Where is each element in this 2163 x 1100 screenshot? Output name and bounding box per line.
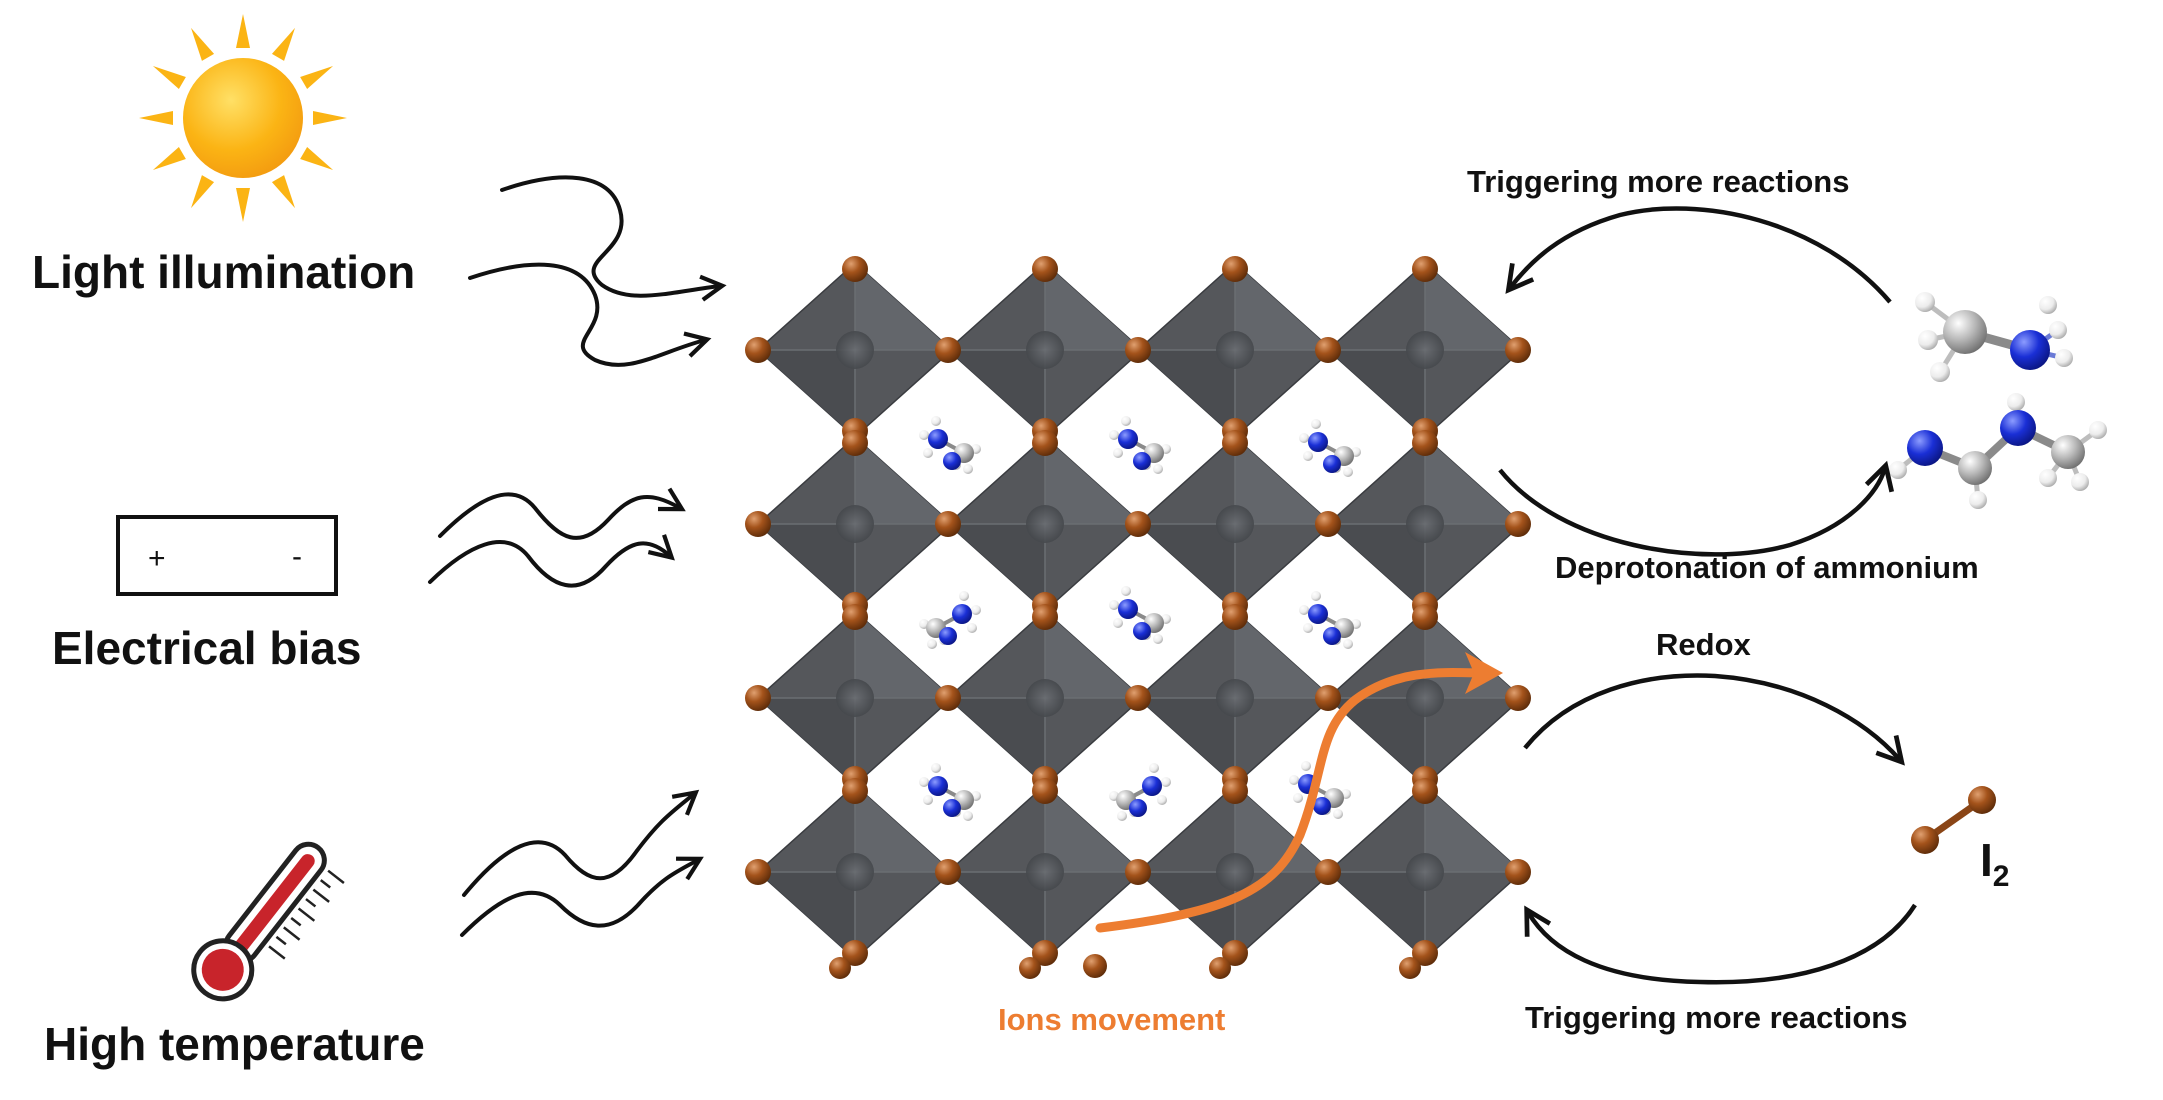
light-illumination-label: Light illumination xyxy=(32,246,415,298)
pbi6-octahedron xyxy=(946,783,1144,961)
iodide-atom xyxy=(1412,430,1438,456)
perovskite-lattice xyxy=(745,256,1531,979)
iodide-atom xyxy=(1032,604,1058,630)
formamidine-molecule xyxy=(1889,393,2107,509)
plus-sign: + xyxy=(148,542,166,575)
iodide-atom xyxy=(1032,778,1058,804)
deprotonation-arrow xyxy=(1498,460,1895,557)
iodide-atom xyxy=(1412,256,1438,282)
iodide-atom xyxy=(1209,957,1231,979)
pbi6-octahedron xyxy=(1326,261,1524,439)
electrical-bias-label: Electrical bias xyxy=(52,622,361,674)
iodide-atom xyxy=(1505,511,1531,537)
iodide-atom xyxy=(745,685,771,711)
iodide-atom xyxy=(1412,604,1438,630)
iodide-atom xyxy=(842,256,868,282)
iodide-atom xyxy=(842,778,868,804)
iodide-atom xyxy=(842,430,868,456)
triggering-reactions-top-label: Triggering more reactions xyxy=(1467,164,1849,199)
pbi6-octahedron xyxy=(756,261,954,439)
light-waves xyxy=(468,175,727,367)
iodide-atom xyxy=(745,337,771,363)
electrical-waves xyxy=(428,487,686,588)
iodide-atom xyxy=(1315,511,1341,537)
methylammonium-cation xyxy=(1109,586,1171,644)
iodine-molecule xyxy=(1911,786,1996,854)
iodide-atom xyxy=(935,859,961,885)
triggering-reactions-bottom-label: Triggering more reactions xyxy=(1525,1000,1907,1035)
methylammonium-cation xyxy=(1109,763,1171,821)
methylammonium-cation xyxy=(1109,416,1171,474)
pbi6-octahedron xyxy=(946,435,1144,613)
pbi6-octahedron xyxy=(756,783,954,961)
iodide-atom xyxy=(1032,940,1058,966)
iodide-atom xyxy=(745,859,771,885)
iodide-atom xyxy=(1032,430,1058,456)
iodide-atom xyxy=(829,957,851,979)
pbi6-octahedron xyxy=(1326,783,1524,961)
iodide-atom xyxy=(1125,859,1151,885)
iodide-atom xyxy=(1399,957,1421,979)
pbi6-octahedron xyxy=(1136,609,1334,787)
pbi6-octahedron xyxy=(756,609,954,787)
thermometer-icon xyxy=(191,841,345,1002)
temperature-waves xyxy=(460,789,704,937)
deprotonation-label: Deprotonation of ammonium xyxy=(1555,550,1979,585)
iodide-atom xyxy=(1412,778,1438,804)
iodide-atom xyxy=(1505,859,1531,885)
methylammonium-cation xyxy=(1299,419,1361,477)
iodide-atom xyxy=(1125,685,1151,711)
free-iodide-ion xyxy=(1083,954,1107,978)
iodide-atom xyxy=(1505,685,1531,711)
iodide-atom xyxy=(1032,256,1058,282)
ions-movement-label: Ions movement xyxy=(998,1002,1225,1037)
iodide-atom xyxy=(745,511,771,537)
iodide-atom xyxy=(1222,256,1248,282)
redox-label: Redox xyxy=(1656,627,1752,662)
pbi6-octahedron xyxy=(1136,435,1334,613)
iodine-formula: I2 xyxy=(1980,834,2009,893)
iodide-atom xyxy=(935,337,961,363)
iodide-atom xyxy=(1505,337,1531,363)
high-temperature-label: High temperature xyxy=(44,1018,425,1070)
iodide-atom xyxy=(842,940,868,966)
sun-icon xyxy=(139,14,347,222)
pbi6-octahedron xyxy=(1326,435,1524,613)
iodide-atom xyxy=(1315,859,1341,885)
methylamine-molecule xyxy=(1915,292,2073,382)
pbi6-octahedron xyxy=(946,609,1144,787)
methylammonium-cation xyxy=(919,591,981,649)
triggering-top-arrow xyxy=(1505,206,1892,304)
iodide-atom xyxy=(1125,511,1151,537)
iodide-atom xyxy=(935,685,961,711)
iodide-atom xyxy=(1019,957,1041,979)
iodide-atom xyxy=(1412,940,1438,966)
minus-sign: - xyxy=(292,540,302,573)
triggering-bottom-arrow xyxy=(1524,903,1917,985)
pbi6-octahedron xyxy=(756,435,954,613)
methylammonium-cation xyxy=(919,416,981,474)
iodide-atom xyxy=(935,511,961,537)
iodide-atom xyxy=(1222,604,1248,630)
iodide-atom xyxy=(1315,337,1341,363)
ions-movement-arrow xyxy=(1095,652,1503,933)
iodide-atom xyxy=(1125,337,1151,363)
battery-icon: + - xyxy=(116,515,338,596)
iodide-atom xyxy=(842,604,868,630)
redox-arrow xyxy=(1523,673,1905,766)
iodide-atom xyxy=(1222,778,1248,804)
pbi6-octahedron xyxy=(1136,261,1334,439)
pbi6-octahedron xyxy=(1136,783,1334,961)
iodide-atom xyxy=(1222,940,1248,966)
pbi6-octahedron xyxy=(946,261,1144,439)
methylammonium-cation xyxy=(919,763,981,821)
iodide-atom xyxy=(1222,430,1248,456)
methylammonium-cation xyxy=(1299,591,1361,649)
iodide-atom xyxy=(1315,685,1341,711)
